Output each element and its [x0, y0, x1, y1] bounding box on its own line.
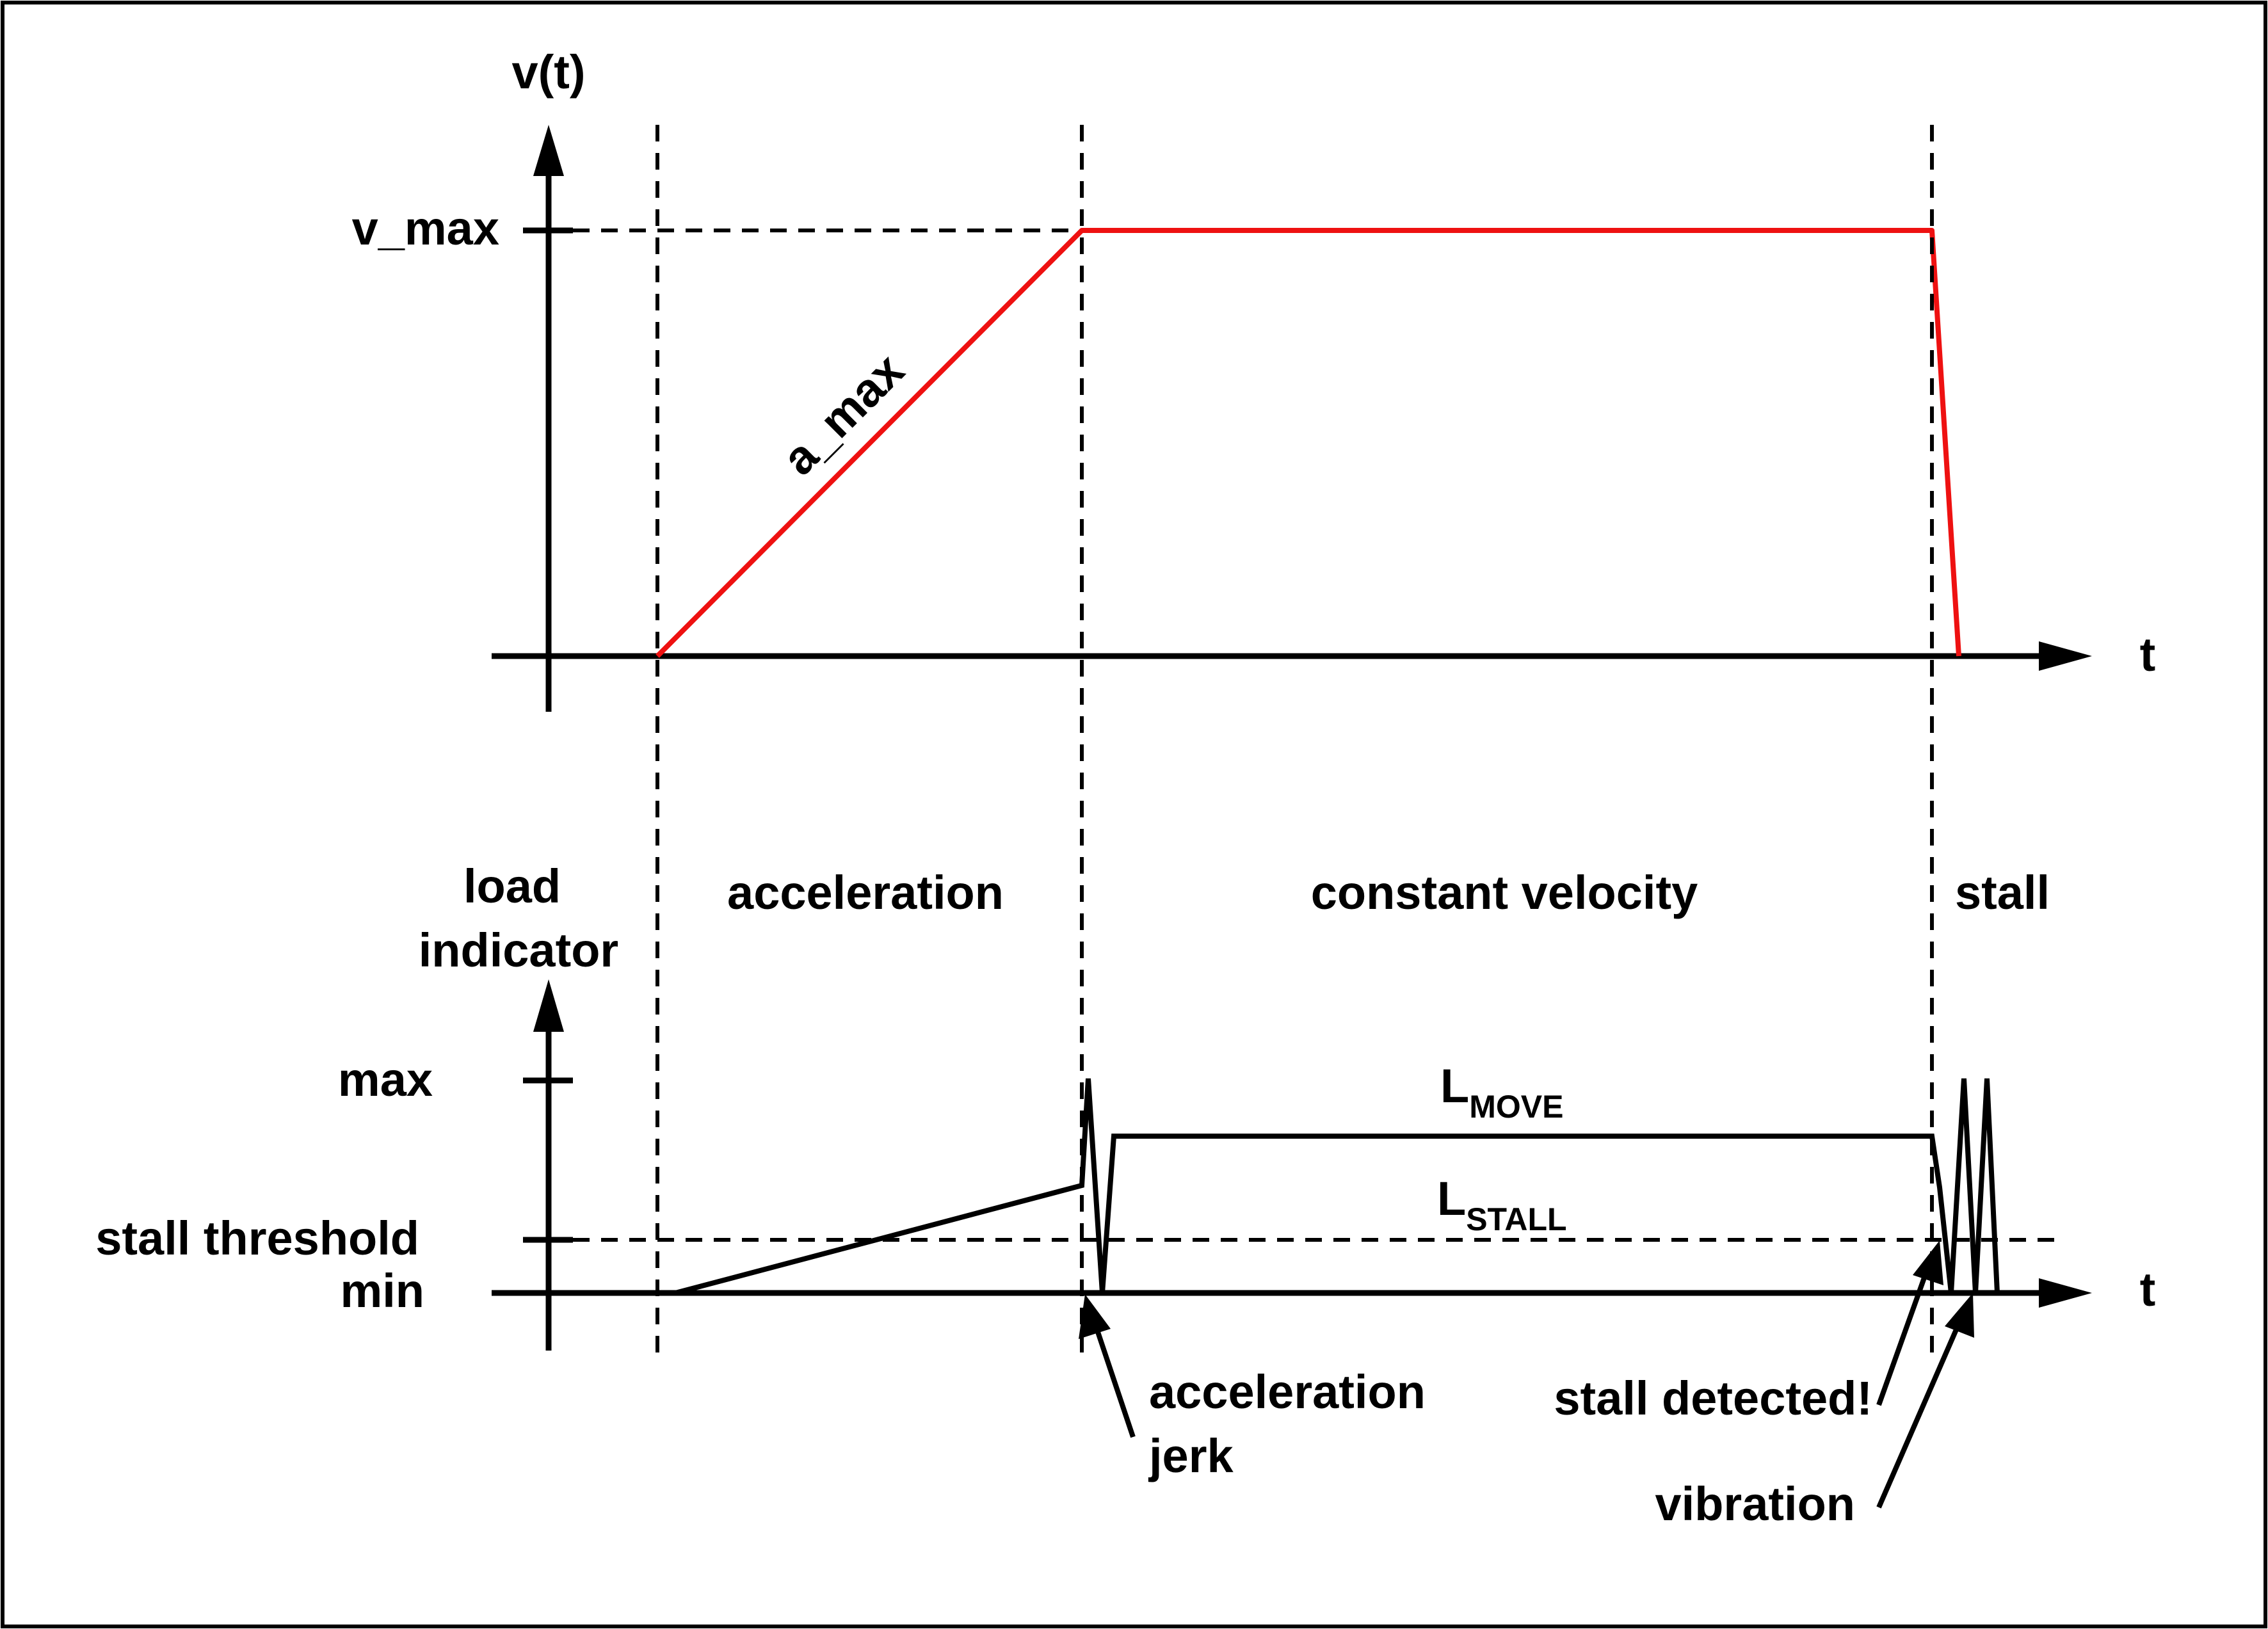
vibration-pointer-arrowhead — [1945, 1293, 1974, 1338]
velocity-y-axis-arrowhead — [533, 125, 564, 176]
v-max-label: v_max — [352, 202, 499, 255]
l-move-subscript: MOVE — [1469, 1089, 1563, 1125]
velocity-profile-curve — [655, 228, 1961, 658]
load-y-axis-label-line1: load — [463, 860, 561, 913]
l-stall-main: L — [1437, 1172, 1466, 1225]
jerk-label-line1: acceleration — [1149, 1365, 1426, 1418]
velocity-x-axis-label: t — [2140, 628, 2156, 681]
load-max-label: max — [338, 1053, 433, 1106]
vibration-label: vibration — [1655, 1477, 1855, 1530]
stall-detected-pointer-arrowhead — [1913, 1240, 1943, 1285]
phase-label-acceleration: acceleration — [727, 866, 1004, 919]
stall-threshold-label: stall threshold — [95, 1212, 419, 1265]
load-indicator-curve — [674, 1078, 2000, 1296]
stall-detected-label: stall detected! — [1554, 1372, 1872, 1425]
jerk-pointer-arrowhead — [1079, 1294, 1111, 1339]
velocity-y-axis-label: v(t) — [511, 45, 585, 99]
annotation-pointers — [1079, 1240, 1974, 1509]
vibration-pointer-line — [1876, 1322, 1961, 1509]
load-x-axis-label: t — [2140, 1263, 2156, 1316]
l-move-label: LMOVE — [1440, 1059, 1563, 1125]
load-x-axis-arrowhead — [2039, 1278, 2092, 1308]
load-y-axis-label-line2: indicator — [419, 924, 618, 977]
velocity-x-axis-arrowhead — [2039, 641, 2092, 671]
jerk-pointer-line — [1093, 1325, 1136, 1438]
load-y-axis-arrowhead — [533, 979, 564, 1032]
phase-label-stall: stall — [1955, 866, 2050, 919]
stall-detected-pointer-line — [1876, 1269, 1929, 1406]
load-graph: load indicator t max stall threshold min… — [95, 860, 2155, 1351]
l-move-main: L — [1440, 1059, 1469, 1112]
jerk-label-line2: jerk — [1148, 1429, 1234, 1482]
load-min-label: min — [340, 1264, 424, 1317]
phase-label-constant-velocity: constant velocity — [1311, 866, 1698, 919]
l-stall-subscript: STALL — [1466, 1201, 1566, 1237]
l-stall-label: LSTALL — [1437, 1172, 1567, 1237]
